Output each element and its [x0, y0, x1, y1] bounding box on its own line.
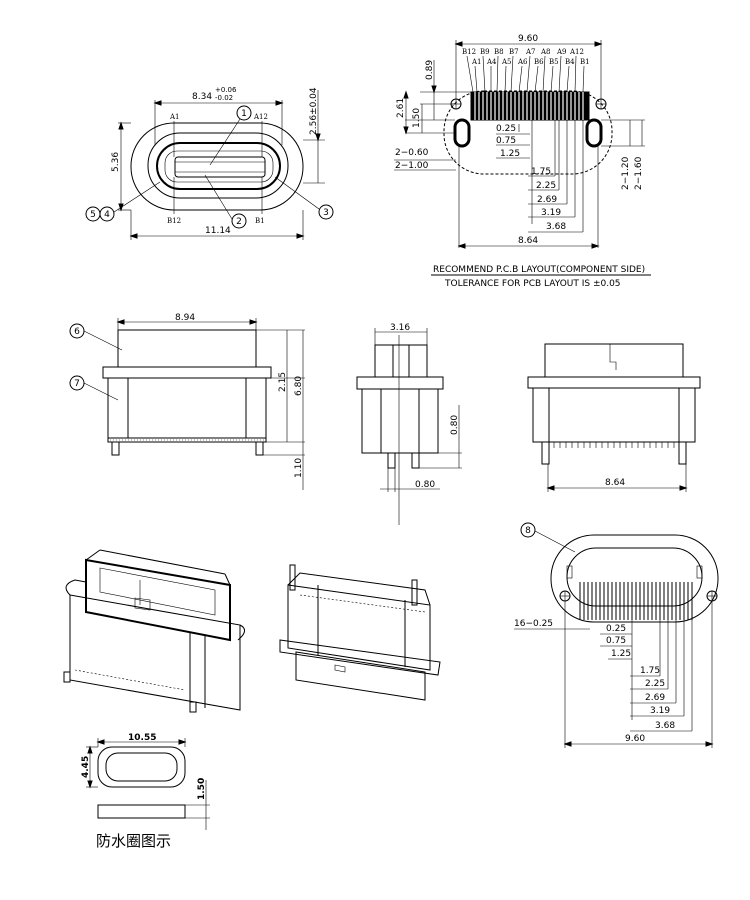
- pcb-dim-width: 9.60: [518, 34, 538, 44]
- pcb-dim-089: 0.89: [425, 60, 435, 80]
- gasket-dim-width: 10.55: [128, 733, 156, 743]
- rear-dim-width: 8.64: [605, 478, 625, 488]
- pcb-pitch-1: 0.75: [496, 136, 516, 146]
- pcb-pin-top-7: A9: [556, 48, 567, 56]
- callout-7: 7: [74, 379, 80, 389]
- dim-width-plus: +0.06: [215, 86, 237, 94]
- pcb-dim-total: 8.64: [518, 236, 538, 246]
- callout-2: 2: [236, 217, 242, 227]
- bottom-pitch-6: 3.19: [650, 706, 670, 716]
- pcb-pin-top-1: B12: [462, 48, 476, 56]
- pcb-dim-261: 2.61: [396, 98, 406, 118]
- gasket-dim-thick: 1.50: [197, 778, 207, 800]
- bottom-pins: [579, 582, 693, 620]
- iso-view-top: [63, 549, 245, 713]
- pcb-pin-top-4: B7: [509, 48, 519, 56]
- gasket-inner: [105, 752, 178, 782]
- pcb-pitch-4: 2.25: [536, 181, 556, 191]
- pcb-pin-bot-7: B4: [565, 58, 575, 66]
- callout-1: 1: [241, 109, 247, 119]
- bottom-pitch-7: 3.68: [655, 721, 675, 731]
- pcb-pin-bot-5: B6: [534, 58, 544, 66]
- side-dim-316: 3.16: [390, 323, 410, 333]
- pcb-pitch-5: 2.69: [537, 195, 557, 205]
- pcb-pin-top-2: B9: [480, 48, 490, 56]
- pcb-pin-bot-3: A5: [501, 58, 512, 66]
- pcb-pitch-7: 3.68: [546, 222, 566, 232]
- rear-pins: [553, 442, 675, 448]
- side-dim-080-h: 0.80: [415, 480, 435, 490]
- pcb-dim-2-160: 2−1.60: [634, 156, 644, 190]
- dim-width-main: 8.34: [192, 92, 212, 102]
- pcb-dim-2-100: 2−1.00: [395, 161, 429, 171]
- pcb-pin-bot-6: B5: [549, 58, 559, 66]
- bottom-dim-total: 9.60: [625, 734, 645, 744]
- slot-right: [585, 118, 603, 148]
- bottom-pitch-4: 2.25: [645, 679, 665, 689]
- pcb-pin-bot-8: B1: [580, 58, 590, 66]
- slot-left: [453, 118, 471, 148]
- bottom-dim-16: 16−0.25: [514, 619, 553, 629]
- bottom-pitch-5: 2.69: [645, 693, 665, 703]
- top-view: 8.34 +0.06 -0.02 5.36 2.56±0.04 11.14 A1…: [85, 86, 334, 240]
- gasket-caption: 防水圈图示: [96, 832, 171, 850]
- pin-b12-label: B12: [167, 217, 181, 225]
- pcb-pin-top-3: B8: [494, 48, 504, 56]
- front-view: 8.94 2.15 6.80 1.10 6 7: [69, 313, 305, 490]
- rear-view: 8.64: [527, 343, 701, 492]
- pcb-pin-bot-4: A6: [517, 58, 528, 66]
- outer-shell: [130, 122, 304, 211]
- callout-6: 6: [74, 327, 80, 337]
- pcb-pitch-0: 0.25: [496, 124, 516, 134]
- bottom-view: 8 16−0.25 0.25 0.75 1.25 1.75 2.25 2.69: [514, 522, 719, 748]
- pcb-pin-top-6: A8: [540, 48, 551, 56]
- pcb-layout: 9.60 B12 B9 B8 B7 A7 A8 A9 A12 A1 A4 A5 …: [394, 34, 651, 289]
- pcb-pitch-2: 1.25: [500, 149, 520, 159]
- front-dim-215: 2.15: [278, 372, 288, 392]
- pcb-dim-2-120: 2−1.20: [621, 156, 631, 190]
- pin-a1-label: A1: [169, 113, 180, 121]
- pcb-pin-bot-2: A4: [486, 58, 497, 66]
- bottom-pitch-3: 1.75: [640, 666, 660, 676]
- pcb-tolerance: TOLERANCE FOR PCB LAYOUT IS ±0.05: [444, 279, 621, 289]
- inner-shell: [147, 132, 289, 199]
- gasket-dim-height: 4.45: [81, 756, 91, 778]
- pcb-pitch-6: 3.19: [541, 208, 561, 218]
- callout-5: 5: [90, 210, 96, 220]
- pcb-dim-150: 1.50: [412, 108, 422, 128]
- side-dim-080-v: 0.80: [450, 415, 460, 435]
- front-post-left: [111, 441, 120, 456]
- pcb-outline: [443, 90, 613, 175]
- pcb-title: RECOMMEND P.C.B LAYOUT(COMPONENT SIDE): [433, 265, 645, 275]
- pcb-pin-top-8: A12: [569, 48, 584, 56]
- pcb-pin-bot-1: A1: [471, 58, 482, 66]
- dim-width-minus: -0.02: [215, 94, 233, 102]
- iso-view-bottom: [279, 564, 441, 701]
- bottom-pitch-0: 0.25: [606, 624, 626, 634]
- dim-height: 5.36: [111, 152, 121, 172]
- gasket-outer: [97, 746, 186, 788]
- side-view: 3.16 0.80 0.80: [356, 323, 462, 525]
- callout-4: 4: [104, 210, 110, 220]
- bottom-pitch-2: 1.25: [611, 649, 631, 659]
- pin-b1-label: B1: [255, 217, 265, 225]
- receptacle-opening: [156, 142, 281, 190]
- front-dim-width: 8.94: [175, 313, 195, 323]
- gasket-side: [97, 804, 186, 819]
- callout-3: 3: [323, 208, 329, 218]
- front-dim-110: 1.10: [294, 458, 304, 478]
- dim-total-width: 11.14: [205, 226, 231, 236]
- pcb-pin-top-5: A7: [525, 48, 536, 56]
- bottom-pitch-1: 0.75: [606, 636, 626, 646]
- pcb-pitch-3: 1.75: [531, 167, 551, 177]
- gasket-view: 10.55 4.45 1.50 防水圈图示: [81, 733, 210, 850]
- callout-8: 8: [525, 526, 531, 536]
- dim-side: 2.56±0.04: [309, 87, 319, 135]
- pin-a12-label: A12: [253, 113, 268, 121]
- front-post-right: [255, 441, 264, 456]
- pcb-dim-2-060: 2−0.60: [395, 148, 429, 158]
- tongue: [174, 156, 266, 178]
- front-dim-680: 6.80: [294, 376, 304, 396]
